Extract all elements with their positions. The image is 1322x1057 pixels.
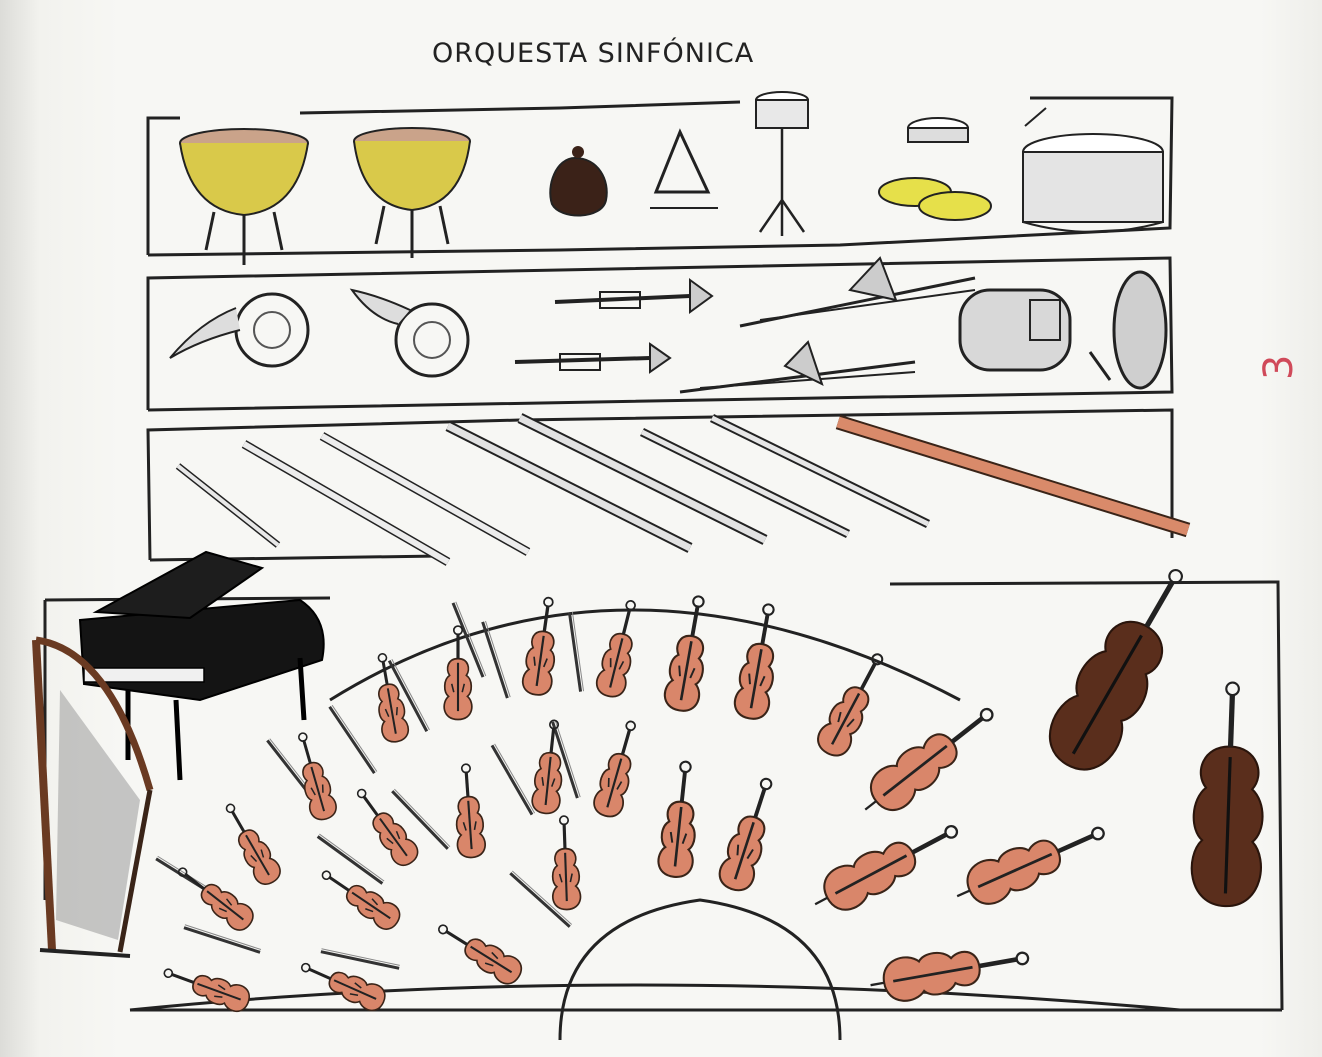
viola-icon <box>713 771 786 897</box>
piccolo-icon <box>175 463 281 548</box>
violin-icon <box>592 595 648 702</box>
violin-icon <box>450 761 488 860</box>
piano-icon <box>78 550 325 781</box>
oboe-icon <box>710 413 930 529</box>
timpani-icon <box>353 127 471 258</box>
violin-icon <box>430 913 528 991</box>
trombone-icon <box>679 340 916 394</box>
brass-section <box>146 256 1174 412</box>
oboe-icon <box>640 427 850 539</box>
tambourine-icon <box>907 117 969 143</box>
flute-icon <box>241 440 451 566</box>
timpani-icon <box>179 128 309 265</box>
cello-icon <box>852 694 1005 827</box>
page-title: ORQUESTA SINFÓNICA <box>432 38 755 69</box>
violin-icon <box>347 781 424 872</box>
flute-icon <box>319 432 531 556</box>
french-horn-icon <box>349 288 470 378</box>
violin-icon <box>529 717 570 817</box>
bassoon-icon <box>835 414 1191 538</box>
tuba-icon <box>958 270 1168 390</box>
double-bass-icon <box>1037 554 1209 782</box>
double-bass-section <box>1037 554 1267 908</box>
french-horn-icon <box>169 292 310 368</box>
percussion-section <box>146 96 1174 257</box>
cello-icon <box>805 810 966 923</box>
cymbals-icon <box>878 177 992 221</box>
triangle-icon <box>650 128 718 209</box>
harp-icon <box>32 636 154 958</box>
castanets-icon <box>549 146 608 217</box>
violin-icon <box>519 594 566 699</box>
cello-icon <box>948 811 1112 916</box>
trombone-icon <box>739 256 976 328</box>
clarinet-icon <box>445 421 693 553</box>
double-bass-icon <box>1190 681 1267 907</box>
trumpet-icon <box>554 278 714 314</box>
violin-icon <box>169 857 260 937</box>
violin-icon <box>367 650 412 746</box>
violin-icon <box>589 715 648 822</box>
violin-icon <box>215 796 286 891</box>
violin-icon <box>314 860 406 936</box>
snare-drum-stand-icon <box>755 91 809 236</box>
trumpet-icon <box>514 342 672 374</box>
violin-icon <box>548 814 583 912</box>
clarinet-icon <box>517 413 768 545</box>
margin-mark: 3 <box>1256 355 1302 380</box>
viola-icon <box>654 757 706 881</box>
bass-drum-icon <box>1022 107 1164 233</box>
